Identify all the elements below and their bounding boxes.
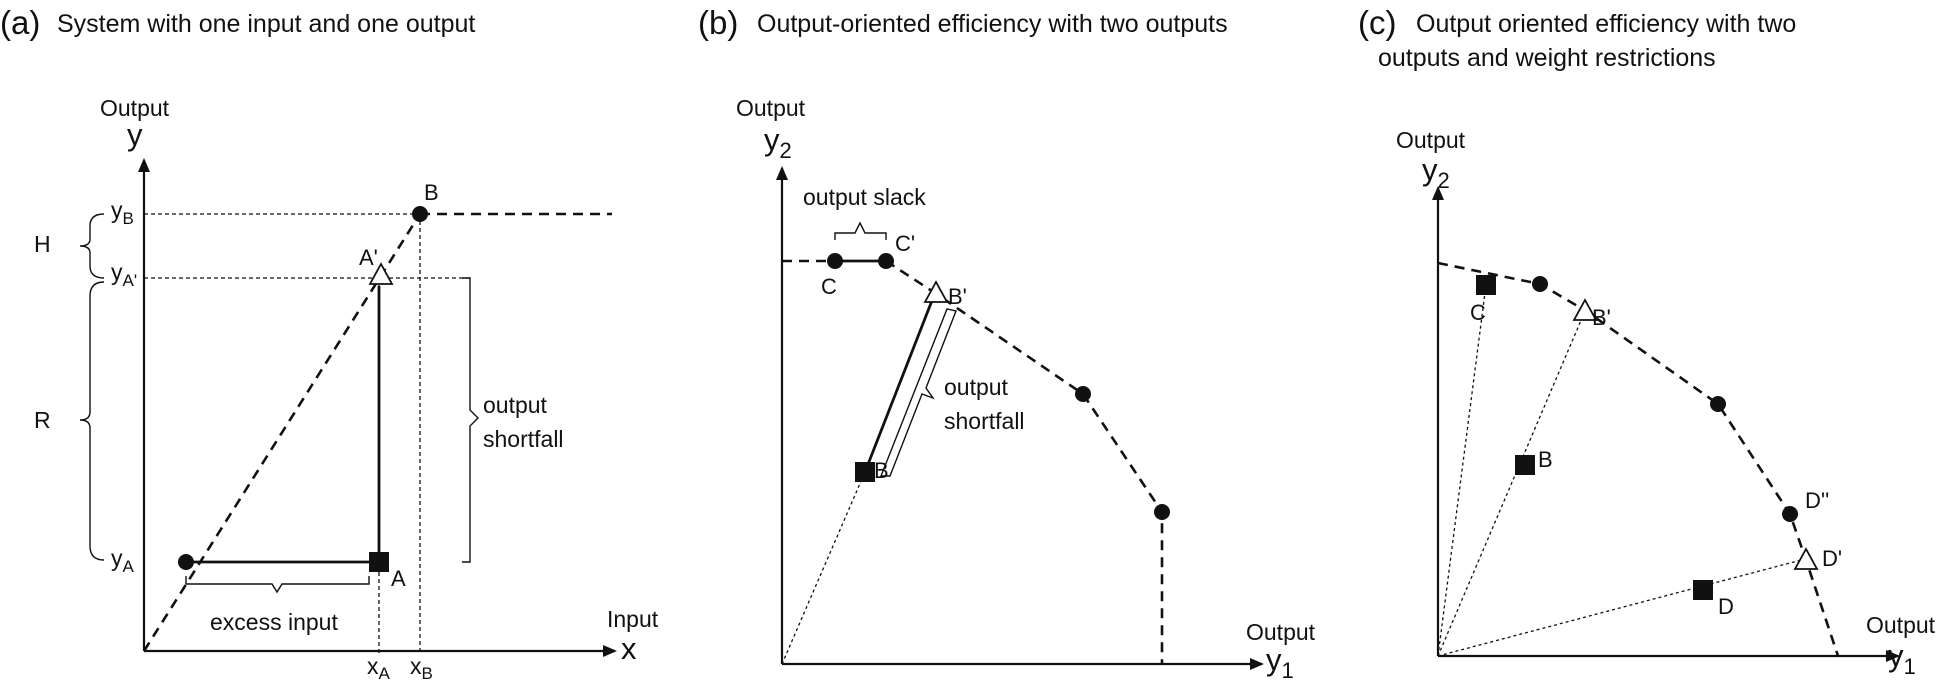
- point-B-prime-label-c: B': [1592, 305, 1611, 330]
- point-B-marker: [412, 206, 428, 222]
- frontier-point-c2: [1710, 396, 1726, 412]
- brace-excess-input: [185, 576, 370, 594]
- panel-c-title-line1: Output oriented efficiency with two: [1416, 10, 1796, 38]
- point-A-prime-marker: [368, 262, 394, 285]
- tick-yA-prime: yA': [111, 259, 137, 290]
- brace-output-slack: [834, 221, 887, 240]
- frontier-point-b4: [1154, 504, 1170, 520]
- point-C-prime-marker: [878, 253, 894, 269]
- output-shortfall-b-label-1: output: [944, 374, 1009, 400]
- point-C-prime-label: C': [895, 231, 915, 256]
- panel-a-y-axis-name: Output: [100, 95, 170, 121]
- panel-b-x-axis-name: Output: [1246, 619, 1316, 645]
- panel-b-y-axis-name: Output: [736, 95, 806, 121]
- ray-B-c: [1437, 310, 1586, 657]
- point-B-marker-c: [1515, 455, 1535, 475]
- panel-c-frontier: [1437, 261, 1840, 657]
- panel-a-title: System with one input and one output: [57, 10, 475, 38]
- tick-yA: yA: [111, 545, 135, 576]
- output-shortfall-label-1: output: [483, 392, 548, 418]
- panel-b-title: Output-oriented efficiency with two outp…: [757, 10, 1228, 38]
- point-D-double-prime-marker: [1782, 506, 1798, 522]
- panel-a-x-axis-var: x: [621, 631, 637, 666]
- panel-b-frontier: [885, 259, 1164, 664]
- point-B-marker-b: [855, 462, 875, 482]
- panel-c-y-axis-var: y2: [1422, 152, 1450, 193]
- brace-H: [79, 213, 105, 279]
- point-C-label: C: [821, 274, 837, 299]
- panel-c: (c) Output oriented efficiency with two …: [1358, 4, 1936, 679]
- panel-c-x-axis-var: y1: [1888, 638, 1916, 679]
- frontier-point-b3: [1075, 386, 1091, 402]
- point-D-prime-marker: [1793, 547, 1819, 570]
- panel-b: (b) Output-oriented efficiency with two …: [698, 4, 1316, 681]
- brace-R: [79, 281, 105, 561]
- tick-xB: xB: [410, 653, 433, 681]
- point-B-prime-label-b: B': [948, 284, 967, 309]
- ray-D: [1437, 558, 1806, 657]
- excess-input-label: excess input: [210, 609, 338, 635]
- panel-b-y-axis-var: y2: [764, 122, 792, 163]
- ray-C: [1437, 284, 1487, 657]
- panel-b-x-axis-var: y1: [1266, 642, 1294, 681]
- shortfall-line-B: [863, 297, 935, 473]
- point-B-prime-marker-b: [923, 280, 949, 303]
- point-A-label: A: [391, 566, 406, 591]
- point-B-prime-marker-c: [1572, 298, 1598, 321]
- panel-a: (a) System with one input and one output…: [0, 4, 659, 681]
- point-A-prime-label: A': [359, 245, 378, 270]
- panel-a-crs-line: [142, 213, 422, 652]
- output-slack-label: output slack: [803, 184, 926, 210]
- point-D-double-prime-label: D'': [1805, 488, 1829, 513]
- point-C-label-c: C: [1470, 300, 1486, 325]
- panel-a-x-axis-name: Input: [607, 606, 659, 632]
- output-shortfall-b-label-2: shortfall: [944, 408, 1025, 434]
- brace-output-shortfall: [462, 277, 479, 563]
- point-B-label: B: [424, 180, 439, 205]
- tick-yB: yB: [111, 197, 134, 228]
- brace-output-shortfall-b: [879, 308, 957, 477]
- frontier-point-c1: [1532, 276, 1548, 292]
- point-A-marker: [369, 552, 389, 572]
- panel-b-label: (b): [698, 4, 738, 41]
- panel-c-x-axis-name: Output: [1866, 612, 1936, 638]
- point-B-label-b: B: [874, 458, 889, 483]
- point-C-marker: [827, 253, 843, 269]
- point-C-marker-c: [1476, 275, 1496, 295]
- point-D-marker: [1693, 580, 1713, 600]
- panel-c-title-line2: outputs and weight restrictions: [1378, 44, 1716, 72]
- ray-B: [781, 471, 866, 665]
- panel-c-y-axis-name: Output: [1396, 127, 1466, 153]
- panel-a-label: (a): [0, 4, 40, 41]
- panel-a-y-axis-var: y: [127, 117, 143, 152]
- output-shortfall-label-2: shortfall: [483, 426, 564, 452]
- tick-xA: xA: [367, 653, 391, 681]
- brace-H-label: H: [34, 231, 51, 257]
- point-frontier-A-marker: [178, 554, 194, 570]
- panel-c-label: (c): [1358, 4, 1396, 41]
- point-B-label-c: B: [1538, 447, 1553, 472]
- brace-R-label: R: [34, 407, 51, 433]
- point-D-label: D: [1718, 594, 1734, 619]
- point-D-prime-label: D': [1822, 546, 1842, 571]
